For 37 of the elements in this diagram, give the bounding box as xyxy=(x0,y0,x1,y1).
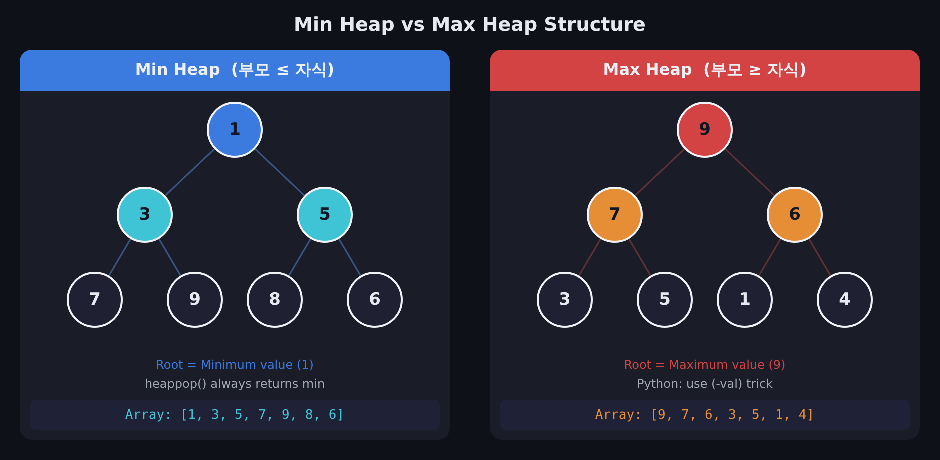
tree-edge xyxy=(578,238,602,276)
tree-edge xyxy=(628,238,652,276)
diagram-title: Min Heap vs Max Heap Structure xyxy=(294,13,646,38)
tree-edge xyxy=(254,148,306,196)
array-box: Array: [9, 7, 6, 3, 5, 1, 4] xyxy=(500,400,910,430)
tree-edge xyxy=(158,238,182,276)
root-note: Root = Maximum value (9) xyxy=(624,357,786,374)
panel-header: Max Heap (부모 ≥ 자식) xyxy=(490,50,920,91)
tree-edge xyxy=(808,238,832,276)
usage-note: Python: use (-val) trick xyxy=(636,376,773,393)
tree-edge xyxy=(164,148,216,196)
root-note: Root = Minimum value (1) xyxy=(156,357,314,374)
heap-node-circle: 6 xyxy=(347,272,403,328)
tree-edge xyxy=(338,238,362,276)
heap-node-circle: 5 xyxy=(297,187,353,243)
heap-node-circle: 7 xyxy=(67,272,123,328)
panel-header: Min Heap (부모 ≤ 자식) xyxy=(20,50,450,91)
heap-node-circle: 4 xyxy=(817,272,873,328)
tree-edge xyxy=(758,238,782,276)
tree-edge xyxy=(724,148,776,196)
heap-node-circle: 1 xyxy=(207,102,263,158)
heap-panel xyxy=(490,50,920,440)
tree-edge xyxy=(288,238,312,276)
heap-node-circle: 7 xyxy=(587,187,643,243)
tree-edge xyxy=(108,238,132,276)
heap-node-circle: 3 xyxy=(117,187,173,243)
heap-node-circle: 6 xyxy=(767,187,823,243)
usage-note: heappop() always returns min xyxy=(144,376,326,393)
heap-panel xyxy=(20,50,450,440)
tree-edge xyxy=(634,148,686,196)
heap-node-circle: 9 xyxy=(167,272,223,328)
heap-node-circle: 9 xyxy=(677,102,733,158)
heap-node-circle: 3 xyxy=(537,272,593,328)
heap-node-circle: 1 xyxy=(717,272,773,328)
heap-node-circle: 5 xyxy=(637,272,693,328)
array-box: Array: [1, 3, 5, 7, 9, 8, 6] xyxy=(30,400,440,430)
heap-node-circle: 8 xyxy=(247,272,303,328)
